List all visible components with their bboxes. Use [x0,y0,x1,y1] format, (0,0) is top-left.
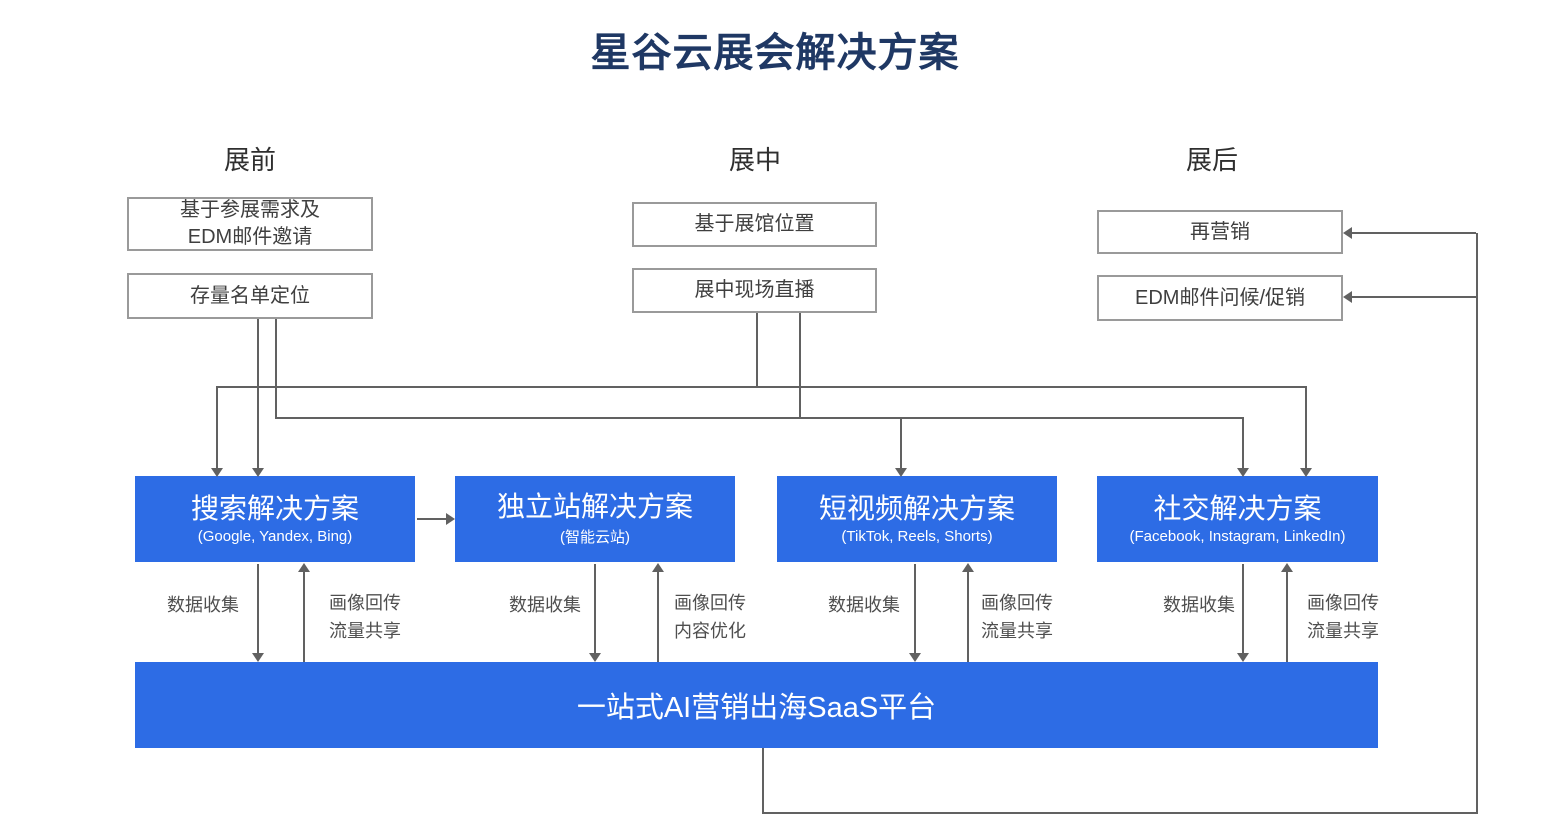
connector-line [594,564,596,654]
solution-short-video: 短视频解决方案 (TikTok, Reels, Shorts) [777,476,1057,562]
arrowhead-right-icon [446,513,455,525]
connector-line [257,564,259,654]
solution-social-subtitle: (Facebook, Instagram, LinkedIn) [1129,528,1346,545]
arrowhead-down-icon [252,468,264,477]
connector-line [1242,564,1244,654]
label-profile-traffic: 画像回传 流量共享 [329,593,401,641]
box-edm-greeting-promo: EDM邮件问候/促销 [1097,275,1343,321]
arrowhead-down-icon [252,653,264,662]
label-profile-traffic: 画像回传 流量共享 [1307,593,1379,641]
solution-website: 独立站解决方案 (智能云站) [455,476,735,562]
box-live-streaming: 展中现场直播 [632,268,877,313]
connector-line [1242,419,1244,469]
arrowhead-up-icon [652,563,664,572]
connector-line [257,319,259,469]
arrowhead-down-icon [895,468,907,477]
arrowhead-up-icon [1281,563,1293,572]
solution-website-title: 独立站解决方案 [496,491,693,522]
phase-header-pre-show: 展前 [223,145,276,175]
connector-line [1352,232,1476,234]
arrowhead-down-icon [1237,653,1249,662]
phase-header-post-show: 展后 [1185,145,1238,175]
phase-header-during-show: 展中 [728,145,781,175]
arrowhead-down-icon [1300,468,1312,477]
arrowhead-up-icon [298,563,310,572]
page-title: 星谷云展会解决方案 [590,31,960,75]
label-data-collection: 数据收集 [509,595,581,615]
arrowhead-down-icon [211,468,223,477]
solution-search-subtitle: (Google, Yandex, Bing) [197,528,353,545]
connector-line [1286,572,1288,662]
label-data-collection: 数据收集 [1163,595,1235,615]
arrowhead-down-icon [909,653,921,662]
connector-line [756,313,758,388]
solution-social: 社交解决方案 (Facebook, Instagram, LinkedIn) [1097,476,1378,562]
arrowhead-down-icon [1237,468,1249,477]
label-profile-content: 画像回传 内容优化 [674,593,746,641]
solution-short-video-subtitle: (TikTok, Reels, Shorts) [841,528,993,545]
connector-line [1476,233,1478,814]
arrowhead-left-icon [1343,227,1352,239]
connector-line [914,564,916,654]
box-venue-location: 基于展馆位置 [632,202,877,247]
saas-platform-label: 一站式AI营销出海SaaS平台 [576,692,937,724]
connector-line [417,518,447,520]
connector-line [216,386,1307,388]
connector-line [1352,296,1476,298]
saas-platform-bar: 一站式AI营销出海SaaS平台 [135,662,1378,748]
connector-line [657,572,659,662]
solution-search: 搜索解决方案 (Google, Yandex, Bing) [135,476,415,562]
connector-line [799,313,801,419]
solution-short-video-title: 短视频解决方案 [818,493,1015,524]
solution-social-title: 社交解决方案 [1153,493,1322,524]
label-profile-traffic: 画像回传 流量共享 [981,593,1053,641]
arrowhead-down-icon [589,653,601,662]
connector-line [967,572,969,662]
connector-line [762,748,764,814]
box-remarketing: 再营销 [1097,210,1343,254]
label-data-collection: 数据收集 [828,595,900,615]
connector-line [1305,388,1307,469]
connector-line [900,419,902,469]
arrowhead-left-icon [1343,291,1352,303]
label-data-collection: 数据收集 [167,595,239,615]
arrowhead-up-icon [962,563,974,572]
solution-website-subtitle: (智能云站) [560,529,630,546]
connector-line [762,812,1478,814]
box-edm-invite: 基于参展需求及 EDM邮件邀请 [127,197,373,251]
box-existing-list-targeting: 存量名单定位 [127,273,373,319]
connector-line [275,417,1244,419]
connector-line [216,388,218,469]
connector-line [275,319,277,419]
connector-line [303,572,305,662]
solution-search-title: 搜索解决方案 [190,493,359,524]
